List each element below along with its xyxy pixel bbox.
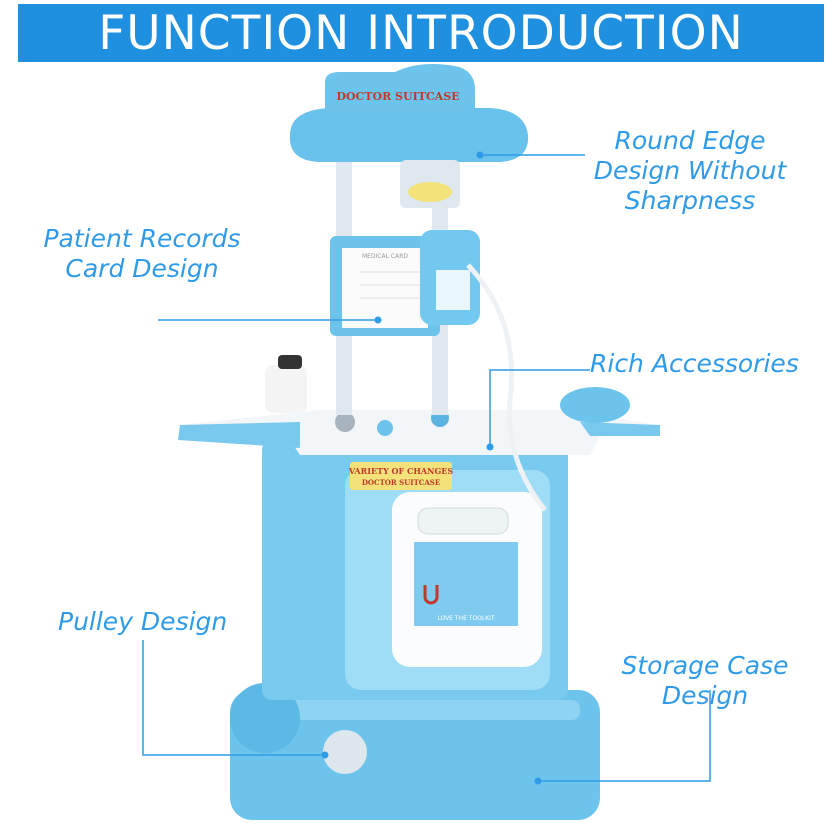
callout-lines (142, 154, 711, 782)
stethoscope-icon (423, 585, 439, 605)
sign-board (325, 64, 475, 112)
callout-line: Round Edge (614, 126, 766, 155)
canopy-badge (408, 182, 452, 202)
leader-storage-case (538, 690, 711, 782)
leader-dot (321, 751, 329, 759)
iv-bag-window (436, 270, 470, 310)
patient-card-title: MEDICAL CARD (362, 253, 408, 260)
panel-text: LOVE THE TOOLKIT (437, 615, 495, 622)
base-rim (250, 700, 580, 720)
table-wing-right (580, 422, 660, 436)
accessory-tool (335, 412, 355, 432)
body-label (350, 462, 452, 490)
callout-rich-accessories: Rich Accessories (590, 349, 799, 378)
kit-case-handle (417, 507, 509, 535)
wheel (230, 683, 300, 753)
kit-panel (414, 542, 518, 626)
callout-line: Patient Records (43, 224, 241, 253)
callout-line: Design (661, 681, 749, 710)
leader-dot (486, 443, 494, 451)
pulley-wheel (323, 730, 367, 774)
callout-line: Card Design (65, 254, 219, 283)
callout-line: Sharpness (624, 186, 756, 215)
leader-dot (374, 316, 382, 324)
accessory-blood-pressure (560, 387, 630, 423)
iv-tube (466, 263, 547, 512)
round-edge-canopy (289, 108, 529, 162)
body-label-line-1: VARIETY OF CHANGES (348, 466, 454, 476)
leader-dot (476, 151, 484, 159)
callout-line: Design Without (593, 156, 787, 185)
callout-round-edge: Round Edge Design Without Sharpness (590, 126, 790, 216)
callout-line: Storage Case (621, 651, 789, 680)
callout-dots (321, 151, 542, 785)
patient-card-sheet (342, 248, 428, 328)
accessory-bottle (265, 365, 307, 413)
accessory-tool (377, 420, 393, 436)
accessory-bottle-cap (278, 355, 302, 369)
callout-storage-case: Storage Case Design (610, 651, 800, 711)
body-label-line-2: DOCTOR SUITCASE (362, 478, 440, 487)
callout-patient-records: Patient Records Card Design (22, 224, 262, 284)
page-title-banner: FUNCTION INTRODUCTION (18, 4, 824, 62)
leader-pulley (142, 640, 325, 756)
sign-text: DOCTOR SUITCASE (336, 90, 459, 103)
table-wing-left (178, 422, 300, 448)
leader-dot (534, 777, 542, 785)
leader-rich-accessories (489, 369, 590, 447)
toy-base (230, 690, 600, 820)
callout-pulley: Pulley Design (58, 607, 228, 636)
